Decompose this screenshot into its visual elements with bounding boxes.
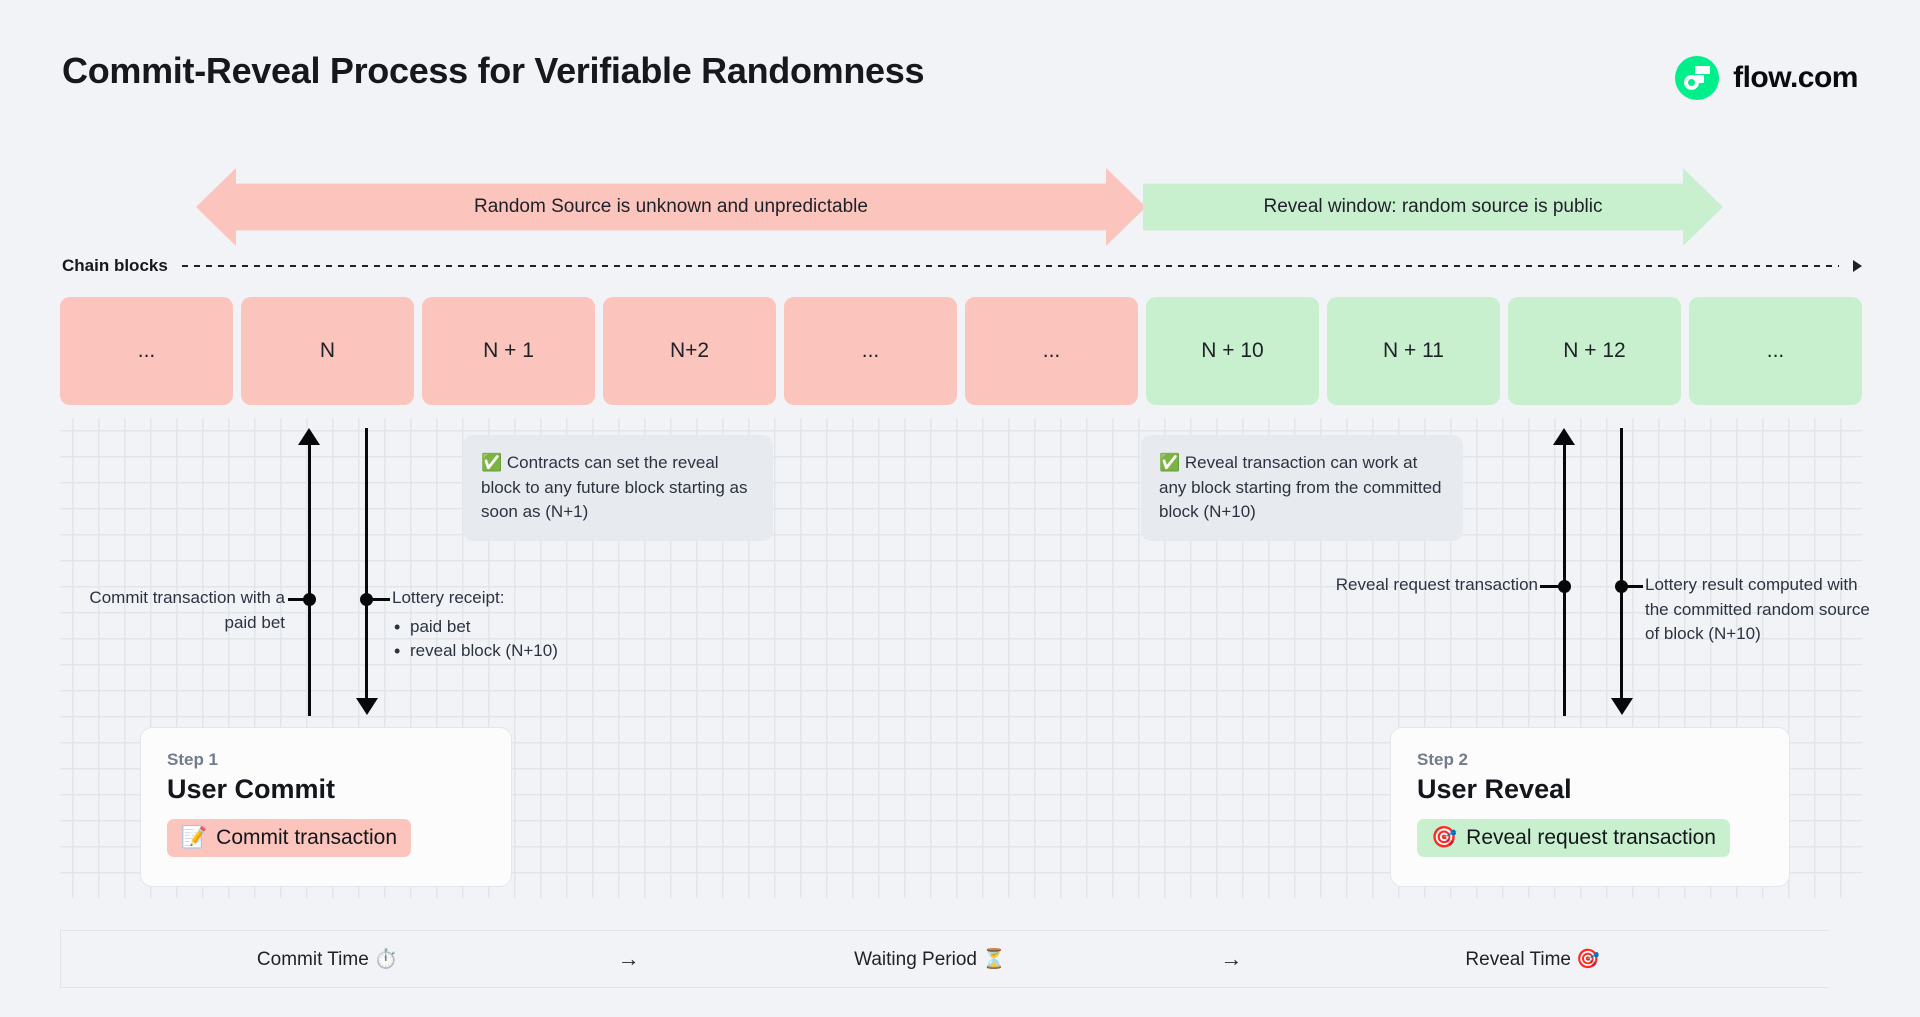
chain-block[interactable]: N + 1 bbox=[422, 297, 595, 405]
chain-axis: Chain blocks bbox=[62, 256, 1862, 276]
annotation-reveal-request: Reveal request transaction bbox=[1335, 575, 1538, 594]
chain-block[interactable]: ... bbox=[1689, 297, 1862, 405]
commit-marker-line bbox=[308, 444, 311, 716]
commit-arrow-head-icon bbox=[298, 428, 320, 445]
brand-name: flow.com bbox=[1733, 61, 1858, 94]
page-title: Commit-Reveal Process for Verifiable Ran… bbox=[62, 50, 925, 91]
bottom-timeline: Commit Time ⏱️ → Waiting Period ⏳ → Reve… bbox=[60, 930, 1860, 988]
timeline-waiting-period: Waiting Period ⏳ bbox=[854, 949, 1006, 970]
step-card-user-reveal[interactable]: Step 2 User Reveal 🎯 Reveal request tran… bbox=[1390, 727, 1790, 887]
receipt-leader-line bbox=[366, 598, 390, 601]
step-1-chip-label: Commit transaction bbox=[216, 826, 398, 849]
reveal-request-arrow-head-icon bbox=[1553, 428, 1575, 445]
reveal-request-marker-dot bbox=[1558, 580, 1571, 593]
step-2-title: User Reveal bbox=[1417, 774, 1572, 804]
chain-block[interactable]: ... bbox=[784, 297, 957, 405]
reveal-request-leader-line bbox=[1540, 585, 1564, 588]
phase-banners: Random Source is unknown and unpredictab… bbox=[0, 168, 1920, 246]
receipt-arrow-head-icon bbox=[356, 698, 378, 715]
annotation-lottery-receipt: Lottery receipt: paid betreveal block (N… bbox=[392, 586, 652, 664]
chain-block[interactable]: N bbox=[241, 297, 414, 405]
lottery-result-leader-line bbox=[1621, 585, 1643, 588]
step-2-kicker: Step 2 bbox=[1417, 750, 1469, 769]
lottery-result-marker-line bbox=[1620, 428, 1623, 700]
timeline-arrow-1-icon: → bbox=[617, 946, 640, 971]
commit-leader-line bbox=[288, 598, 310, 601]
receipt-item-list: paid betreveal block (N+10) bbox=[392, 614, 652, 664]
banner-unknown-label: Random Source is unknown and unpredictab… bbox=[474, 196, 868, 217]
banner-reveal-label: Reveal window: random source is public bbox=[1263, 196, 1603, 217]
note-commit-flexibility: ✅ Contracts can set the reveal block to … bbox=[463, 435, 773, 541]
banner-unknown-window: Random Source is unknown and unpredictab… bbox=[196, 168, 1146, 246]
chain-block[interactable]: N + 10 bbox=[1146, 297, 1319, 405]
annotation-commit-transaction: Commit transaction with a paid bet bbox=[89, 588, 285, 632]
receipt-item: paid bet bbox=[392, 614, 652, 640]
brand-logo: flow.com bbox=[1675, 56, 1858, 100]
target-icon: 🎯 bbox=[1431, 826, 1458, 849]
timeline-commit-time: Commit Time ⏱️ bbox=[256, 949, 398, 970]
receipt-item: reveal block (N+10) bbox=[392, 638, 652, 664]
receipt-title: Lottery receipt: bbox=[392, 588, 505, 607]
chain-block[interactable]: N + 11 bbox=[1327, 297, 1500, 405]
step-1-chip[interactable]: 📝 Commit transaction bbox=[167, 819, 412, 857]
step-2-chip[interactable]: 🎯 Reveal request transaction bbox=[1417, 819, 1730, 857]
banner-reveal-window: Reveal window: random source is public bbox=[1143, 168, 1723, 246]
step-1-kicker: Step 1 bbox=[167, 750, 219, 769]
chain-axis-arrow-icon bbox=[1853, 260, 1862, 272]
receipt-marker-line bbox=[365, 428, 368, 700]
lottery-result-arrow-head-icon bbox=[1611, 698, 1633, 715]
step-card-user-commit[interactable]: Step 1 User Commit 📝 Commit transaction bbox=[140, 727, 512, 887]
annotation-lottery-result: Lottery result computed with the committ… bbox=[1645, 575, 1870, 644]
timeline-reveal-time: Reveal Time 🎯 bbox=[1465, 949, 1600, 970]
chain-block[interactable]: ... bbox=[965, 297, 1138, 405]
step-2-chip-label: Reveal request transaction bbox=[1466, 826, 1716, 849]
flow-logo-icon bbox=[1675, 56, 1720, 100]
timeline-arrow-2-icon: → bbox=[1220, 946, 1243, 971]
chain-block[interactable]: ... bbox=[60, 297, 233, 405]
chain-axis-label: Chain blocks bbox=[62, 256, 168, 275]
chain-block[interactable]: N + 12 bbox=[1508, 297, 1681, 405]
step-1-title: User Commit bbox=[167, 774, 336, 804]
chain-axis-line bbox=[181, 265, 1839, 267]
note-reveal-flexibility: ✅ Reveal transaction can work at any blo… bbox=[1141, 435, 1463, 541]
memo-icon: 📝 bbox=[181, 826, 208, 849]
chain-block[interactable]: N+2 bbox=[603, 297, 776, 405]
